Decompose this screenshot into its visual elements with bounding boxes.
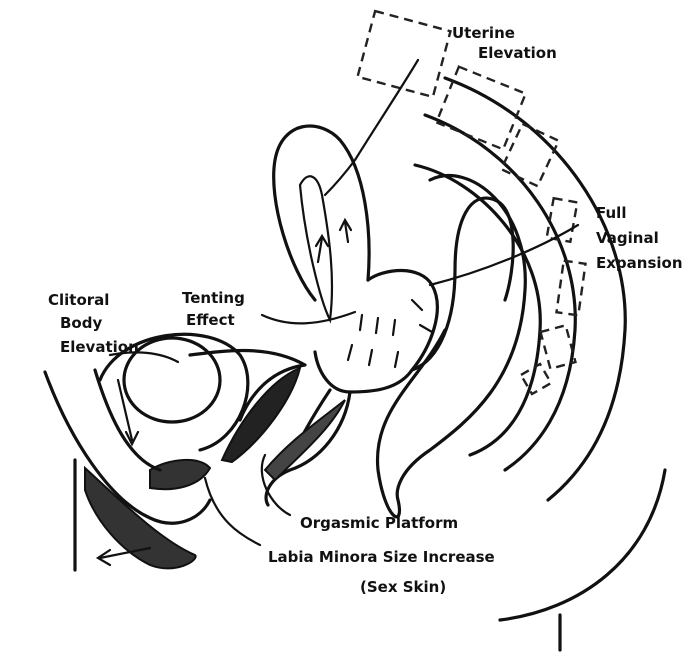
label-clitoral-elevation: Elevation: [60, 338, 139, 356]
label-orgasmic-platform: Orgasmic Platform: [300, 514, 458, 532]
label-elevation: Elevation: [478, 44, 557, 62]
label-labia-minora: Labia Minora Size Increase: [268, 548, 495, 566]
labia-minora-shape: [150, 460, 210, 489]
label-body: Body: [60, 314, 102, 332]
label-tenting: Tenting: [182, 289, 245, 307]
label-sex-skin: (Sex Skin): [360, 578, 446, 596]
rectum-outline: [377, 176, 525, 517]
cervical-canal: [300, 176, 332, 320]
label-full: Full: [596, 204, 626, 222]
lower-right-curve: [500, 470, 665, 620]
posterior-wall-mid: [425, 115, 575, 470]
label-expansion: Expansion: [596, 254, 683, 272]
uterus-outline: [274, 126, 369, 300]
tenting-dash-marks: [348, 300, 432, 367]
label-effect: Effect: [186, 311, 235, 329]
label-uterine: Uterine: [452, 24, 515, 42]
label-clitoral: Clitoral: [48, 291, 109, 309]
label-vaginal: Vaginal: [596, 229, 659, 247]
